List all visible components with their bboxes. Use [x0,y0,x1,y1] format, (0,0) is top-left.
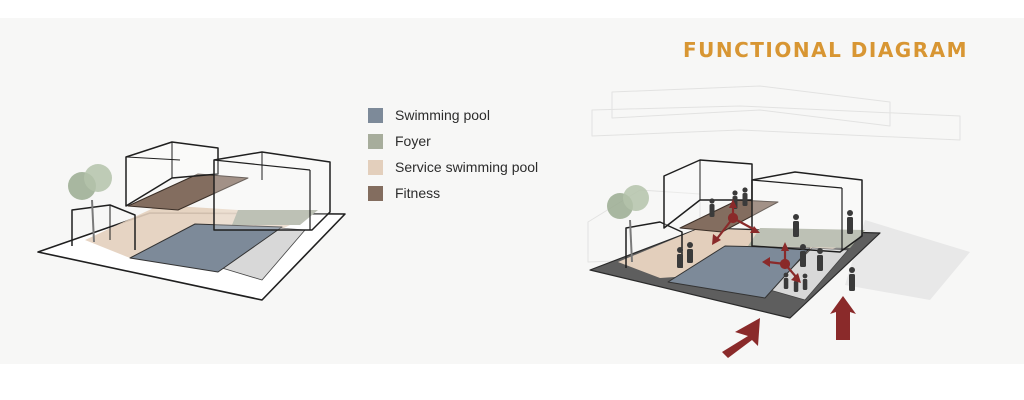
left-box-b-top [213,159,311,171]
people-figures [677,187,855,292]
left-fitness-slab [127,173,249,211]
right-foyer-area [748,228,865,248]
legend-label: Swimming pool [395,107,490,123]
person-figure [709,198,715,217]
arrowhead-icon [781,242,789,251]
entrance-arrow-icon [830,296,856,340]
arrowhead-icon [762,257,770,267]
person-figure [677,247,683,268]
person-figure [793,214,799,237]
diagram-title: FUNCTIONAL DIAGRAM [682,38,968,62]
circulation-arrow [767,260,786,266]
person-figure [847,210,853,234]
person-figure [802,273,808,290]
legend-item-service-pool: Service swimming pool [368,154,588,180]
legend-label: Fitness [395,185,441,201]
left-swimming-pool [129,223,283,273]
right-box-b [751,171,863,253]
right-small-block [625,221,683,268]
circulation-arrows [712,199,801,283]
arrowhead-icon [712,234,721,245]
legend-item-swimming-pool: Swimming pool [368,102,588,128]
person-figure [849,267,855,291]
entrance-arrow-icon [722,318,760,358]
legend-swatch [368,159,383,175]
right-tree-trunk [629,219,633,263]
legend-label: Service swimming pool [395,159,539,175]
right-swimming-pool [667,245,811,299]
legend-swatch [368,107,383,123]
right-tree-crown [623,185,649,211]
person-figure [817,248,823,271]
left-box-a-top [125,156,181,161]
left-box-b [213,151,331,231]
arrowhead-icon [729,199,737,208]
legend-swatch [368,133,383,149]
legend-item-fitness: Fitness [368,180,588,206]
circulation-arrow [732,217,756,231]
circulation-arrow [715,217,734,241]
right-box-b-top [751,179,843,189]
left-foyer-area [232,210,318,225]
legend-swatch [368,185,383,201]
right-shadow [845,220,970,300]
person-figure [783,272,789,289]
person-figure [742,187,748,206]
circulation-arrow [784,263,798,279]
legend: Swimming pool Foyer Service swimming poo… [368,102,588,206]
left-building-diagram [37,141,346,301]
legend-item-foyer: Foyer [368,128,588,154]
right-building-diagram [587,85,970,358]
person-figure [687,242,693,263]
left-tree-trunk [91,199,95,243]
arrowhead-icon [791,273,801,283]
arrowhead-icon [750,226,760,233]
left-tree-crown [84,164,112,192]
legend-label: Foyer [395,133,431,149]
person-figure [800,244,806,267]
